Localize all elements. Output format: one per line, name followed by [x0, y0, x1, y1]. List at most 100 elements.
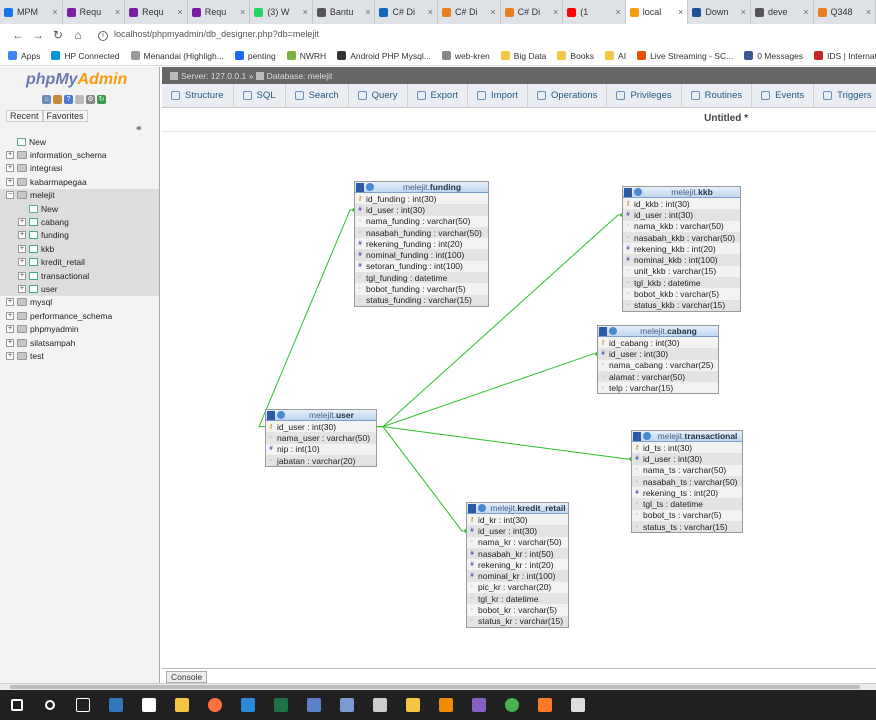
scrollbar-thumb[interactable]	[10, 685, 860, 689]
recent-tab[interactable]: Recent	[6, 110, 43, 122]
expand-icon[interactable]: +	[18, 244, 26, 253]
bookmark-item[interactable]: Live Streaming - SC...	[637, 51, 733, 61]
bookmark-item[interactable]: Apps	[8, 51, 40, 61]
browser-tab[interactable]: (1×	[563, 0, 626, 24]
bookmark-item[interactable]: Android PHP Mysql...	[337, 51, 431, 61]
table-column[interactable]: ◦status_kr : varchar(15)	[467, 615, 568, 627]
tab-close-icon[interactable]: ×	[615, 7, 621, 17]
taskbar-excel-icon[interactable]	[264, 690, 297, 720]
docs-icon[interactable]	[75, 95, 84, 104]
back-icon[interactable]: ←	[12, 28, 24, 42]
table-column[interactable]: ⚷id_cabang : int(30)	[598, 337, 718, 348]
expand-icon[interactable]: +	[18, 271, 26, 280]
taskbar-edge-icon[interactable]	[99, 690, 132, 720]
table-column[interactable]: #nominal_funding : int(100)	[355, 249, 488, 261]
taskbar-notes-icon[interactable]	[165, 690, 198, 720]
table-column[interactable]: #rekening_ts : int(20)	[632, 487, 742, 498]
expand-icon[interactable]: +	[6, 151, 14, 160]
tab-close-icon[interactable]: ×	[365, 7, 371, 17]
relation-line-transactional[interactable]	[377, 426, 631, 460]
table-column[interactable]: ◦telp : varchar(15)	[598, 382, 718, 393]
toggle-icon[interactable]	[468, 503, 476, 513]
table-column[interactable]: ⚷id_funding : int(30)	[355, 193, 488, 204]
table-column[interactable]: ◦jabatan : varchar(20)	[266, 454, 376, 467]
designer-table-transactional[interactable]: melejit.transactional⚷id_ts : int(30)#id…	[631, 430, 743, 534]
taskbar-visual-studio-icon[interactable]	[462, 690, 495, 720]
designer-canvas[interactable]: melejit.funding⚷id_funding : int(30)#id_…	[162, 132, 876, 668]
table-column[interactable]: ⚷id_ts : int(30)	[632, 442, 742, 453]
tree-item-New[interactable]: +New	[0, 201, 159, 216]
table-column[interactable]: ◦pic_kr : varchar(20)	[467, 582, 568, 593]
favorites-tab[interactable]: Favorites	[42, 110, 88, 122]
expand-icon[interactable]: +	[18, 218, 26, 227]
expand-icon[interactable]: +	[6, 177, 14, 186]
options-icon[interactable]	[609, 327, 617, 335]
site-info-icon[interactable]: i	[98, 31, 108, 41]
bookmark-item[interactable]: HP Connected	[51, 51, 120, 61]
table-column[interactable]: ◦bobot_ts : varchar(5)	[632, 510, 742, 521]
tree-item-New[interactable]: New	[0, 135, 159, 148]
home-icon[interactable]: ⌂	[42, 95, 51, 104]
table-column[interactable]: ◦unit_kkb : varchar(15)	[623, 266, 740, 277]
table-column[interactable]: #nasabah_kr : int(50)	[467, 547, 568, 560]
browser-tab[interactable]: (3) W×	[250, 0, 313, 24]
tab-sql[interactable]: SQL	[234, 83, 286, 108]
tab-close-icon[interactable]: ×	[427, 7, 434, 17]
tab-privileges[interactable]: Privileges	[607, 83, 682, 108]
table-column[interactable]: ◦status_kkb : varchar(15)	[623, 299, 740, 311]
tree-item-integrasi[interactable]: +integrasi	[0, 162, 159, 175]
browser-tab[interactable]: Requ×	[188, 0, 251, 24]
relation-line-funding[interactable]	[258, 209, 354, 428]
taskbar-chrome-icon[interactable]	[495, 690, 528, 720]
expand-icon[interactable]: +	[18, 231, 26, 240]
browser-tab[interactable]: Requ×	[63, 0, 126, 24]
browser-tab[interactable]: Down×	[688, 0, 751, 24]
tab-close-icon[interactable]: ×	[114, 7, 121, 17]
table-column[interactable]: #nip : int(10)	[266, 444, 376, 455]
tab-close-icon[interactable]: ×	[240, 7, 246, 17]
reload-icon[interactable]: ↻	[97, 95, 106, 104]
designer-table-kkb[interactable]: melejit.kkb⚷id_kkb : int(30)#id_user : i…	[622, 186, 741, 312]
table-header[interactable]: melejit.kredit_retail	[467, 503, 568, 514]
taskbar-sublime-icon[interactable]	[429, 690, 462, 720]
console-button[interactable]: Console	[166, 671, 208, 683]
tree-item-transactional[interactable]: +transactional	[0, 268, 159, 283]
table-column[interactable]: ◦nama_kr : varchar(50)	[467, 537, 568, 548]
breadcrumb-server[interactable]: Server: 127.0.0.1 »	[181, 70, 254, 81]
tab-triggers[interactable]: Triggers	[814, 84, 876, 108]
browser-tab[interactable]: Q348×	[814, 0, 876, 24]
options-icon[interactable]	[643, 432, 651, 440]
options-icon[interactable]	[478, 504, 486, 512]
bookmark-item[interactable]: IDS | Internati	[814, 51, 876, 61]
table-column[interactable]: ⚷id_user : int(30)	[266, 421, 376, 432]
designer-table-kredit-retail[interactable]: melejit.kredit_retail⚷id_kr : int(30)#id…	[466, 502, 569, 628]
horizontal-scrollbar[interactable]	[0, 683, 876, 690]
tab-search[interactable]: Search	[286, 83, 349, 108]
expand-icon[interactable]: +	[6, 164, 14, 173]
tab-events[interactable]: Events	[752, 83, 815, 108]
table-column[interactable]: ◦nama_kkb : varchar(50)	[623, 221, 740, 232]
table-column[interactable]: #id_user : int(30)	[467, 525, 568, 537]
bookmark-item[interactable]: AI	[605, 51, 626, 61]
expand-icon[interactable]: +	[6, 338, 14, 347]
table-column[interactable]: #setoran_funding : int(100)	[355, 261, 488, 272]
taskbar-firefox-icon[interactable]	[198, 690, 231, 720]
tab-query[interactable]: Query	[349, 83, 408, 108]
taskbar-app-doc-icon[interactable]	[330, 690, 363, 720]
relation-line-kredit-retail[interactable]	[377, 426, 466, 532]
table-column[interactable]: ◦tgl_ts : datetime	[632, 498, 742, 510]
collapse-icon[interactable]: −	[6, 191, 14, 200]
bookmark-item[interactable]: 0 Messages	[744, 51, 803, 61]
tree-item-performance-schema[interactable]: +performance_schema	[0, 309, 159, 322]
tab-close-icon[interactable]: ×	[678, 7, 684, 17]
reload-icon[interactable]: ↻	[52, 28, 64, 42]
toggle-icon[interactable]	[356, 182, 364, 192]
tab-structure[interactable]: Structure	[162, 83, 234, 108]
table-column[interactable]: ⚷id_kkb : int(30)	[623, 198, 740, 209]
expand-icon[interactable]: +	[18, 284, 26, 293]
toggle-icon[interactable]	[599, 326, 607, 336]
tree-item-information-schema[interactable]: +information_schema	[0, 148, 159, 161]
expand-icon[interactable]: +	[18, 258, 26, 267]
table-column[interactable]: ◦status_funding : varchar(15)	[355, 294, 488, 306]
taskbar-xampp-icon[interactable]	[528, 690, 561, 720]
